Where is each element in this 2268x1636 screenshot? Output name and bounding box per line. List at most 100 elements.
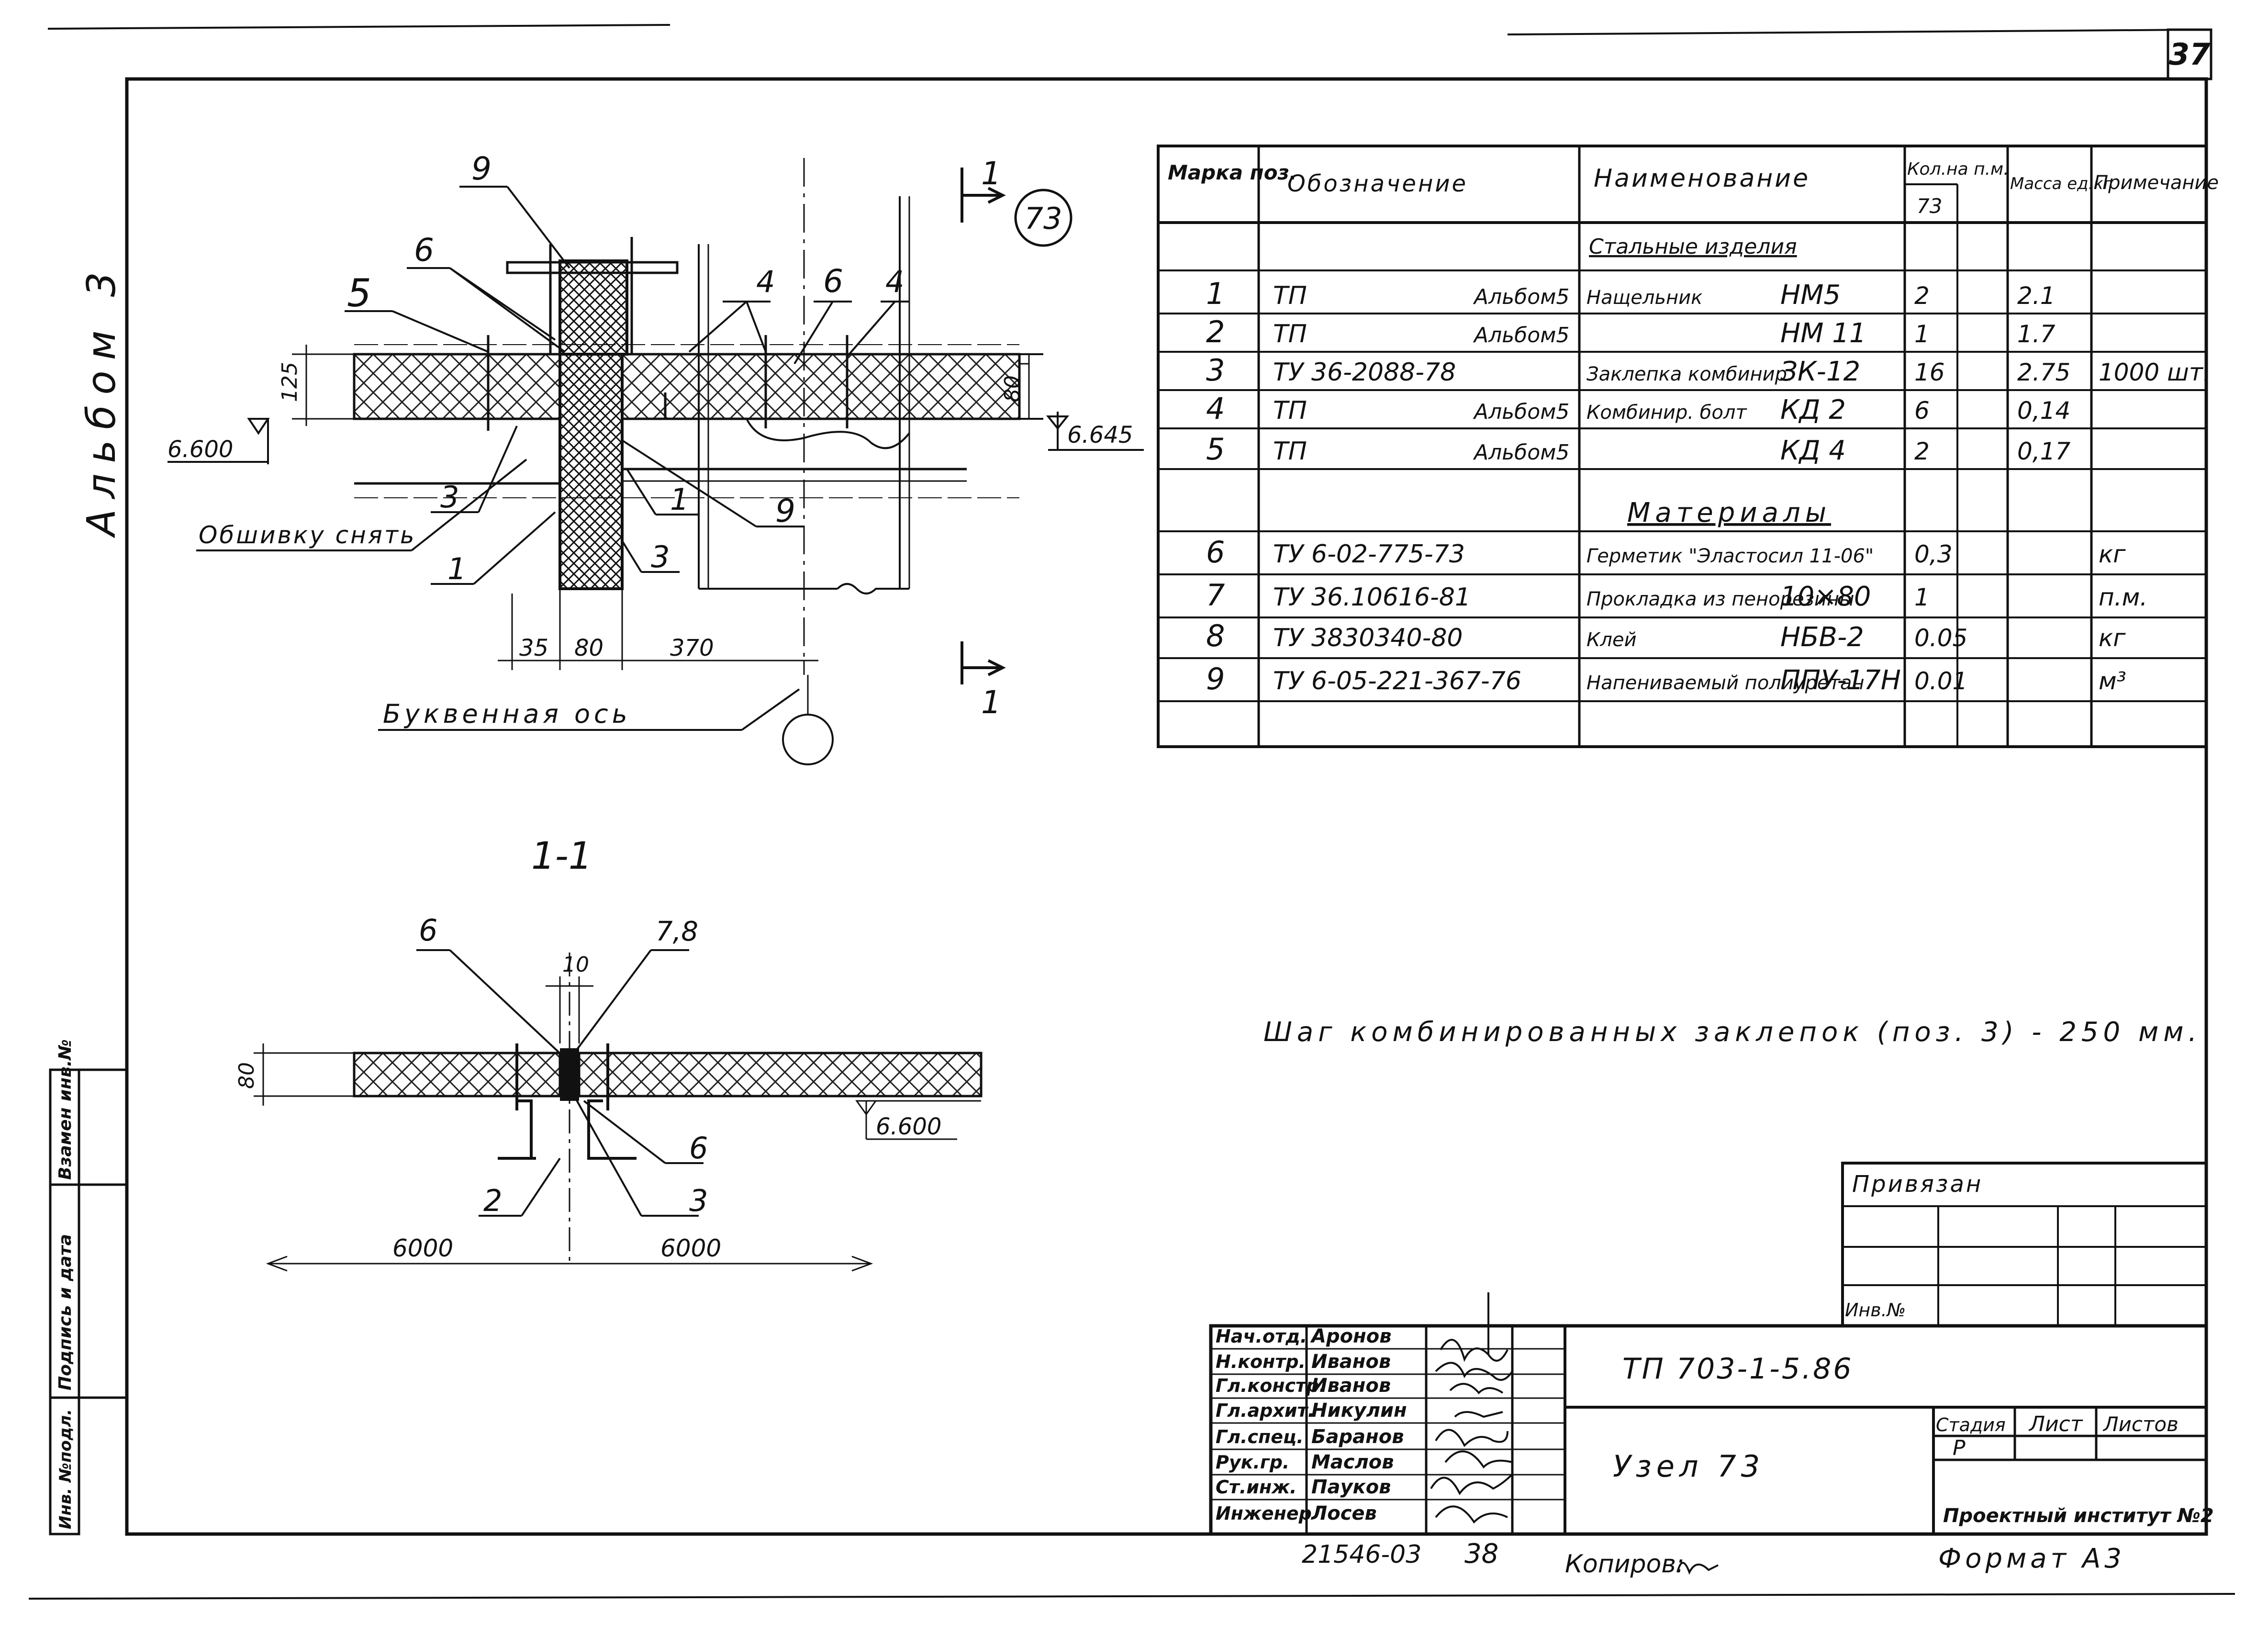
row-qty: 0,3: [1914, 540, 1953, 568]
leader-5: 5: [347, 271, 371, 315]
row-pos: 5: [1206, 432, 1225, 467]
row-name: Комбинир. болт: [1586, 402, 1747, 424]
spec-table: [1157, 145, 2208, 748]
row-pos: 6: [1206, 535, 1225, 570]
tb-person-name: Иванов: [1311, 1375, 1391, 1397]
column-panel: [559, 353, 624, 590]
row-mass: 2.1: [2017, 282, 2056, 310]
leader-6-left: 6: [414, 232, 434, 269]
row-designation-a: ТП: [1273, 396, 1307, 425]
section-title: 1-1: [531, 835, 592, 878]
sec-leader-78: 7,8: [656, 916, 698, 947]
tb-person-name: Лосев: [1311, 1502, 1377, 1524]
row-name: Прокладка из пенорезины: [1586, 588, 1855, 610]
row-designation-a: ТУ 6-02-775-73: [1273, 540, 1465, 569]
sec-leader-6-top: 6: [419, 913, 437, 948]
section-1-1-drawing: 1-1 6 7,8 6 2 3: [235, 835, 983, 1272]
tb-role: Рук.гр.: [1216, 1452, 1289, 1473]
axis-bubble: [782, 714, 834, 765]
row-name: Напениваемый полиуретан: [1586, 672, 1865, 694]
row-designation-a: ТП: [1273, 320, 1307, 348]
row-designation-a: ТП: [1273, 437, 1307, 466]
leader-9-top: 9: [471, 150, 492, 187]
tb-role: Инженер: [1216, 1503, 1312, 1524]
row-code: НБВ-2: [1780, 622, 1864, 653]
group-steel: Стальные изделия: [1589, 235, 1797, 259]
row-pos: 9: [1206, 661, 1225, 696]
row-qty: 2: [1914, 437, 1930, 465]
tb-stage-value: Р: [1953, 1436, 1966, 1460]
leader-6-right: 6: [823, 263, 843, 300]
row-designation-b: Альбом5: [1473, 323, 1569, 347]
th-name: Наименование: [1594, 164, 1810, 193]
row-qty: 6: [1914, 397, 1930, 425]
stamp-replaced: Взамен инв.№: [56, 1039, 75, 1180]
row-code: 10×80: [1780, 581, 1871, 612]
title-block: [1209, 1162, 2208, 1536]
dim-80-bottom: 80: [574, 635, 603, 661]
row-mass: 0,17: [2017, 437, 2071, 465]
tb-sheet-label: Лист: [2028, 1412, 2083, 1436]
sec-level: 6.600: [876, 1113, 941, 1140]
tb-person-name: Маслов: [1311, 1451, 1394, 1473]
row-mass: 2.75: [2017, 359, 2070, 386]
row-pos: 8: [1206, 618, 1225, 653]
tb-role: Н.контр.: [1216, 1351, 1306, 1372]
th-mass: Масса ед.кг: [2010, 174, 2112, 193]
row-designation-a: ТП: [1273, 281, 1307, 310]
dim-80-right: 80: [1000, 375, 1025, 402]
row-code: КД 4: [1780, 435, 1846, 466]
level-right: 6.645: [1067, 422, 1133, 448]
tb-role: Гл.архит.: [1216, 1400, 1315, 1421]
leader-1-right: 1: [670, 482, 689, 517]
footer-page-no: 38: [1464, 1538, 1498, 1569]
row-code: ППУ-17Н: [1780, 665, 1901, 696]
sandwich-panel-left: [353, 353, 561, 420]
tb-sheet-title: Узел 73: [1613, 1449, 1765, 1484]
section-mark-bottom-label: 1: [981, 684, 1001, 721]
tb-role: Нач.отд.: [1216, 1326, 1307, 1347]
leader-9-right: 9: [775, 493, 795, 529]
tb-role: Гл.спец.: [1216, 1426, 1304, 1447]
row-pos: 4: [1206, 391, 1225, 426]
tb-person-name: Пауков: [1311, 1476, 1391, 1498]
tb-role: Ст.инж.: [1216, 1477, 1296, 1498]
title-block-people: Нач.отд.АроновН.контр.ИвановГл.констр.Ив…: [1211, 1325, 1565, 1524]
dim-35: 35: [519, 635, 548, 661]
row-qty: 1: [1914, 583, 1930, 611]
main-node-drawing: 73 1 1 9 6 5 4: [168, 150, 1144, 765]
tb-person-name: Иванов: [1311, 1351, 1391, 1373]
node-number-circle: [1014, 189, 1073, 247]
sheet-frame: [28, 24, 2235, 1600]
tb-person-name: Аронов: [1310, 1325, 1392, 1347]
section-mark-top-label: 1: [981, 155, 1001, 192]
th-qty: Кол.на п.м.: [1907, 159, 2009, 179]
sec-dim-6000-right: 6000: [660, 1234, 721, 1262]
row-name: Нащельник: [1586, 287, 1702, 309]
node-number: 73: [1025, 201, 1062, 236]
tb-person-name: Баранов: [1311, 1426, 1404, 1448]
album-label: Альбом 3: [79, 261, 124, 538]
leader-3-left: 3: [440, 480, 459, 515]
row-designation-b: Альбом5: [1473, 285, 1569, 309]
tb-doc-code: ТП 703-1-5.86: [1622, 1352, 1853, 1386]
row-pos: 2: [1206, 314, 1225, 349]
row-note: п.м.: [2099, 583, 2147, 611]
sec-leader-2: 2: [483, 1183, 502, 1218]
tb-stage-label: Стадия: [1936, 1414, 2006, 1435]
row-designation-a: ТУ 36-2088-78: [1273, 358, 1456, 387]
tb-organization: Проектный институт №2: [1943, 1505, 2214, 1527]
row-code: КД 2: [1780, 394, 1846, 426]
row-mass: 0,14: [2017, 397, 2070, 425]
sec-dim-6000-left: 6000: [392, 1234, 453, 1262]
dim-125: 125: [278, 362, 302, 402]
tb-inv-no: Инв.№: [1845, 1300, 1906, 1321]
row-designation-a: ТУ 3830340-80: [1273, 624, 1463, 652]
th-designation: Обозначение: [1287, 170, 1468, 197]
stamp-signature-date: Подпись и дата: [56, 1234, 75, 1390]
th-note: Примечание: [2094, 172, 2219, 194]
foam-filling: [559, 259, 628, 356]
row-mass: 1.7: [2017, 320, 2056, 348]
row-designation-b: Альбом5: [1473, 400, 1569, 424]
